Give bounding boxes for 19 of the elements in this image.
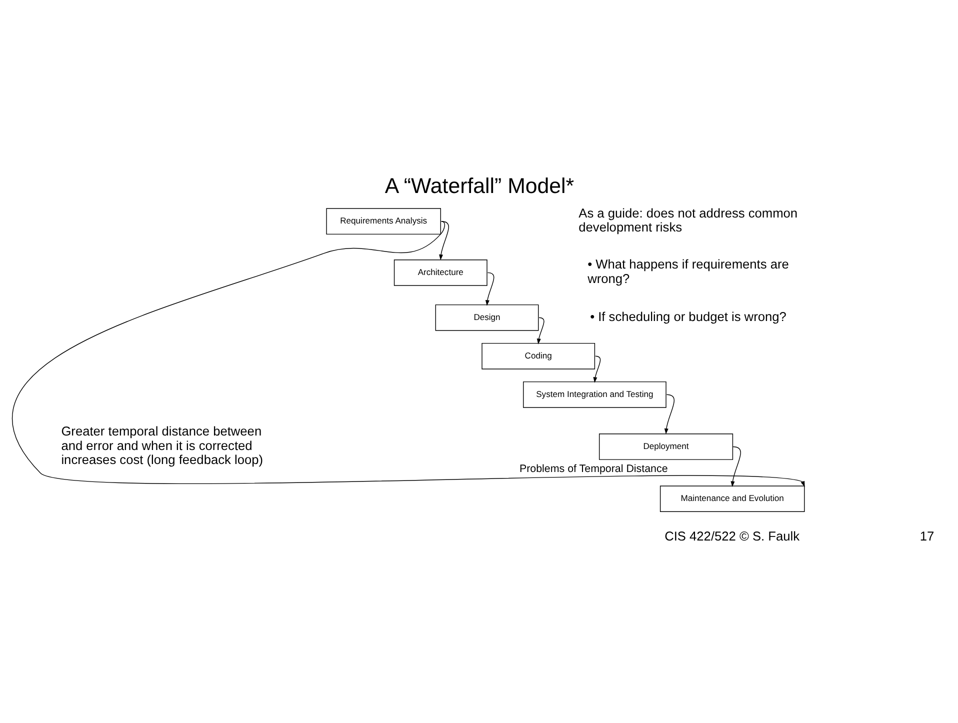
node-box: Coding <box>481 342 595 370</box>
label: • If scheduling or budget is wrong? <box>590 308 786 324</box>
diagram-title: A “Waterfall” Model* <box>384 174 574 198</box>
label: Greater temporal distance between and error and when it is corrected increases cost (long feedback loop) <box>60 424 263 468</box>
node-box: Requirements Analysis <box>326 208 440 235</box>
node-box: Maintenance and Evolution <box>659 486 804 512</box>
node-box: Architecture <box>393 260 487 286</box>
arrow <box>536 317 544 344</box>
label: CIS 422/522 © S. Faulk <box>664 528 800 544</box>
arrow <box>592 356 600 383</box>
arrow <box>11 221 804 487</box>
label: As a guide: does not address common development risks <box>578 205 798 235</box>
node-box: System Integration and Testing <box>522 381 666 408</box>
node-box: Design <box>434 304 538 331</box>
arrow <box>438 221 448 260</box>
edge-label: Problems of Temporal Distance <box>518 463 668 476</box>
label: • What happens if requirements are wrong? <box>587 256 788 286</box>
node-box: Deployment <box>598 434 733 460</box>
label: 17 <box>919 528 934 544</box>
